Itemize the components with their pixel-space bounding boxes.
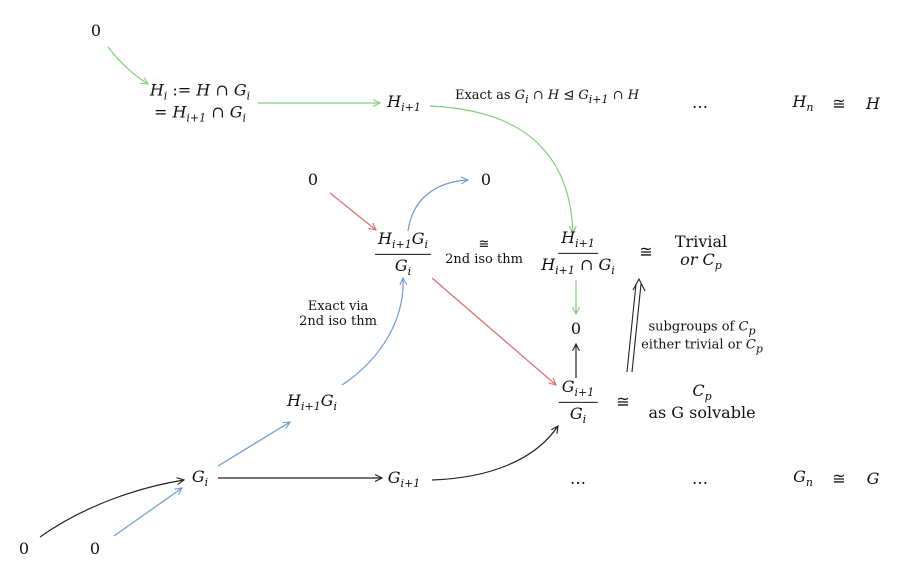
zero-bottom-left-2: 0 bbox=[89, 538, 101, 558]
cong-bottom: ≅ bbox=[832, 468, 846, 488]
arrow-quotient-to-zero-mid bbox=[407, 180, 468, 232]
zero-mid-right: 0 bbox=[480, 169, 492, 189]
node-Hn: Hn bbox=[792, 92, 814, 115]
dots-top: … bbox=[692, 92, 708, 112]
node-G: G bbox=[866, 468, 880, 488]
zero-center: 0 bbox=[570, 318, 582, 338]
arrow-zero-to-Hi bbox=[107, 46, 148, 84]
cong-low: ≅ bbox=[616, 391, 630, 411]
zero-bottom-left-1: 0 bbox=[18, 538, 30, 558]
node-H: H bbox=[866, 93, 880, 113]
arrow-zero-to-Hi1Gi-quotient bbox=[329, 192, 376, 230]
double-arrow-head bbox=[632, 277, 646, 292]
Hi-definition: Hi := H ∩ Gi = Hi+1 ∩ Gi bbox=[149, 80, 251, 124]
arrow-zero-to-Gi-blue bbox=[113, 488, 182, 537]
iso-annotation: ≅ 2nd iso thm bbox=[445, 237, 523, 267]
node-Gn: Gn bbox=[793, 467, 813, 490]
arrow-Gi-to-Hi1Gi bbox=[217, 422, 290, 467]
double-arrow-left bbox=[626, 283, 637, 373]
node-Hi1: Hi+1 bbox=[387, 92, 421, 115]
arrow-zero-to-Gi-black bbox=[39, 480, 184, 538]
cong-mid-right: ≅ bbox=[639, 241, 653, 261]
cp-as-g-solvable: Cp as G solvable bbox=[648, 380, 756, 422]
arrow-Hi1-to-quotient bbox=[429, 105, 573, 233]
node-Hi1Gi: Hi+1Gi bbox=[287, 391, 337, 414]
node-Gi: Gi bbox=[191, 467, 209, 490]
double-arrow-right bbox=[631, 283, 642, 373]
arrow-Hi1Gi-quotient-to-Gi1-quotient bbox=[431, 277, 556, 385]
arrow-Gi1-to-quotient bbox=[431, 426, 558, 481]
cong-top: ≅ bbox=[832, 93, 846, 113]
trivial-or-cp: Trivial or Cp bbox=[674, 231, 728, 273]
zero-mid-left: 0 bbox=[307, 169, 319, 189]
subgroups-annotation: subgroups of Cp either trivial or Cp bbox=[641, 319, 763, 355]
node-Gi1: Gi+1 bbox=[387, 468, 421, 491]
arrow-Hi1Gi-to-quotient bbox=[341, 278, 403, 386]
exact-as-annotation: Exact as Gi ∩ H ⊴ Gi+1 ∩ H bbox=[454, 88, 640, 107]
exact-via-annotation: Exact via 2nd iso thm bbox=[299, 299, 377, 329]
dots-bottom-2: … bbox=[692, 468, 708, 488]
zero-top: 0 bbox=[90, 20, 102, 40]
dots-bottom-1: … bbox=[570, 468, 586, 488]
